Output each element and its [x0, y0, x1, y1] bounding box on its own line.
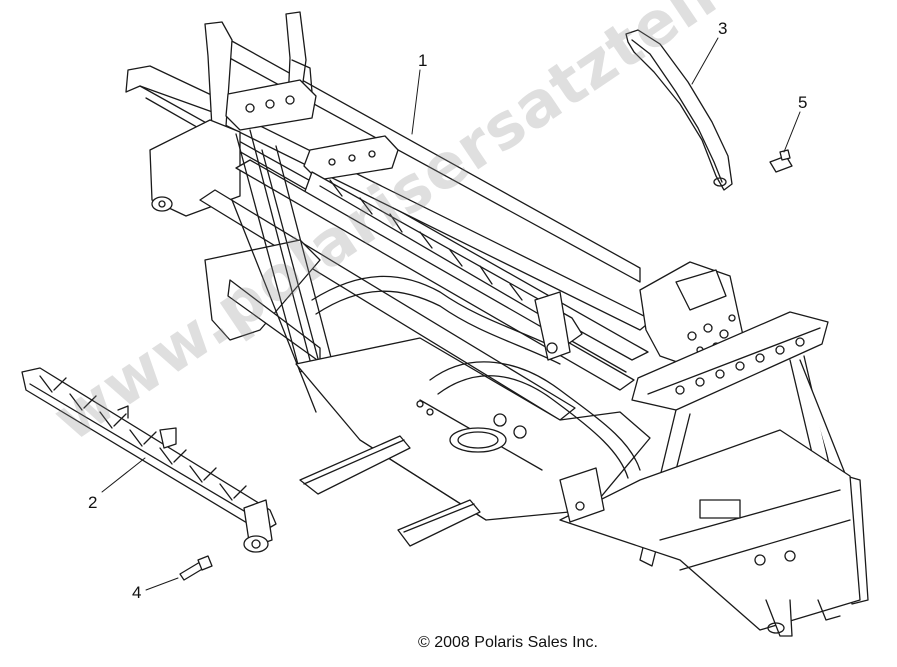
callout-4: 4: [132, 583, 142, 602]
leader-line-1: [412, 70, 420, 134]
leader-lines: [102, 38, 800, 590]
callout-3: 3: [718, 19, 728, 38]
callout-2: 2: [88, 493, 98, 512]
copyright-notice: © 2008 Polaris Sales Inc.: [418, 634, 598, 651]
bolt-part-4: [180, 556, 212, 580]
bolt-part-5: [770, 150, 792, 172]
curved-bracket-part: [626, 30, 732, 190]
truss-rail-part: [22, 368, 276, 552]
leader-line-3: [692, 38, 718, 84]
callout-1: 1: [418, 51, 428, 70]
leader-line-4: [146, 578, 178, 590]
leader-line-2: [102, 458, 145, 492]
main-frame-part: [126, 12, 868, 636]
callout-5: 5: [798, 93, 808, 112]
leader-line-5: [784, 112, 800, 152]
